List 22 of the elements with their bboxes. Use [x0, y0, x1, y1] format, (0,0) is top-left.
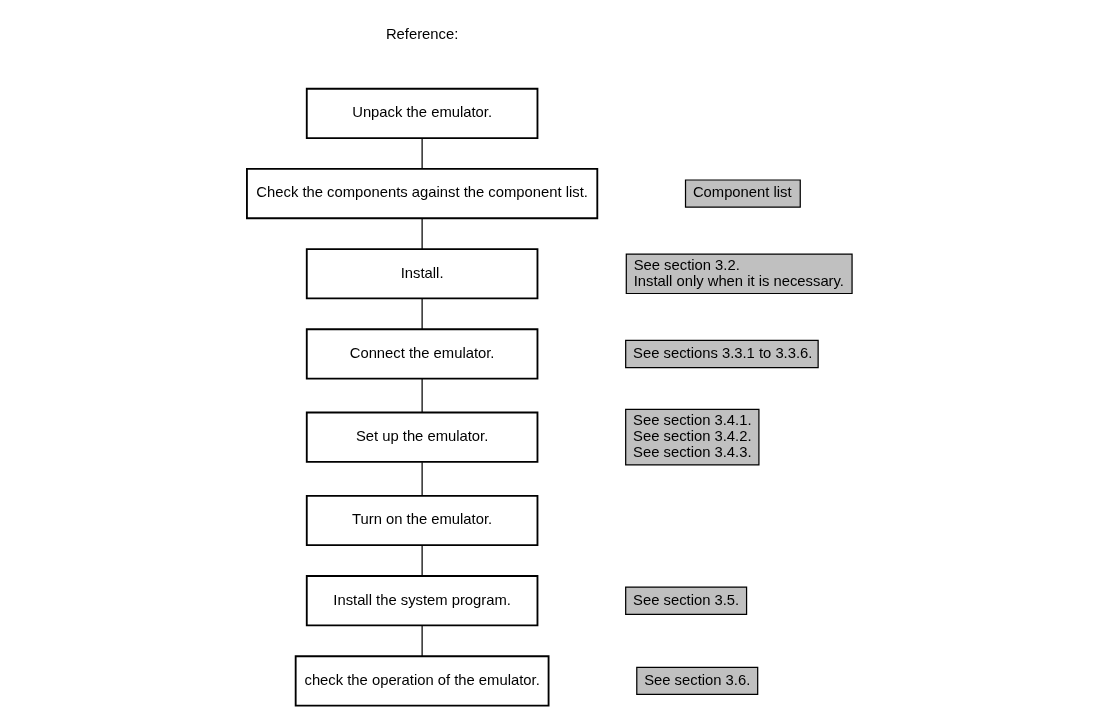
node-box: See sections 3.3.1 to 3.3.6. [624, 339, 819, 369]
connector [421, 298, 423, 330]
node-box: See section 3.6. [635, 666, 758, 696]
node-box: Component list [684, 179, 801, 208]
node-box: See section 3.5. [624, 586, 747, 615]
connector [421, 625, 423, 657]
node-box: Connect the emulator. [305, 328, 538, 380]
node-box: See section 3.4.1. See section 3.4.2. See section 3.4.3. [624, 408, 760, 466]
node-box: check the operation of the emulator. [294, 655, 549, 707]
connector [421, 217, 423, 250]
node-box: See section 3.2. Install only when it is necessary. [625, 253, 853, 295]
node-box: Check the components against the component list. [245, 167, 598, 220]
node-box: Unpack the emulator. [305, 87, 538, 139]
node-box: Turn on the emulator. [305, 494, 538, 547]
node-box: Install. [305, 248, 538, 300]
connector [421, 137, 423, 170]
label: Reference: [385, 26, 458, 43]
connector [421, 378, 423, 413]
connector [421, 461, 423, 496]
node-box: Install the system program. [305, 575, 538, 627]
connector [421, 544, 423, 577]
node-box: Set up the emulator. [305, 411, 538, 463]
